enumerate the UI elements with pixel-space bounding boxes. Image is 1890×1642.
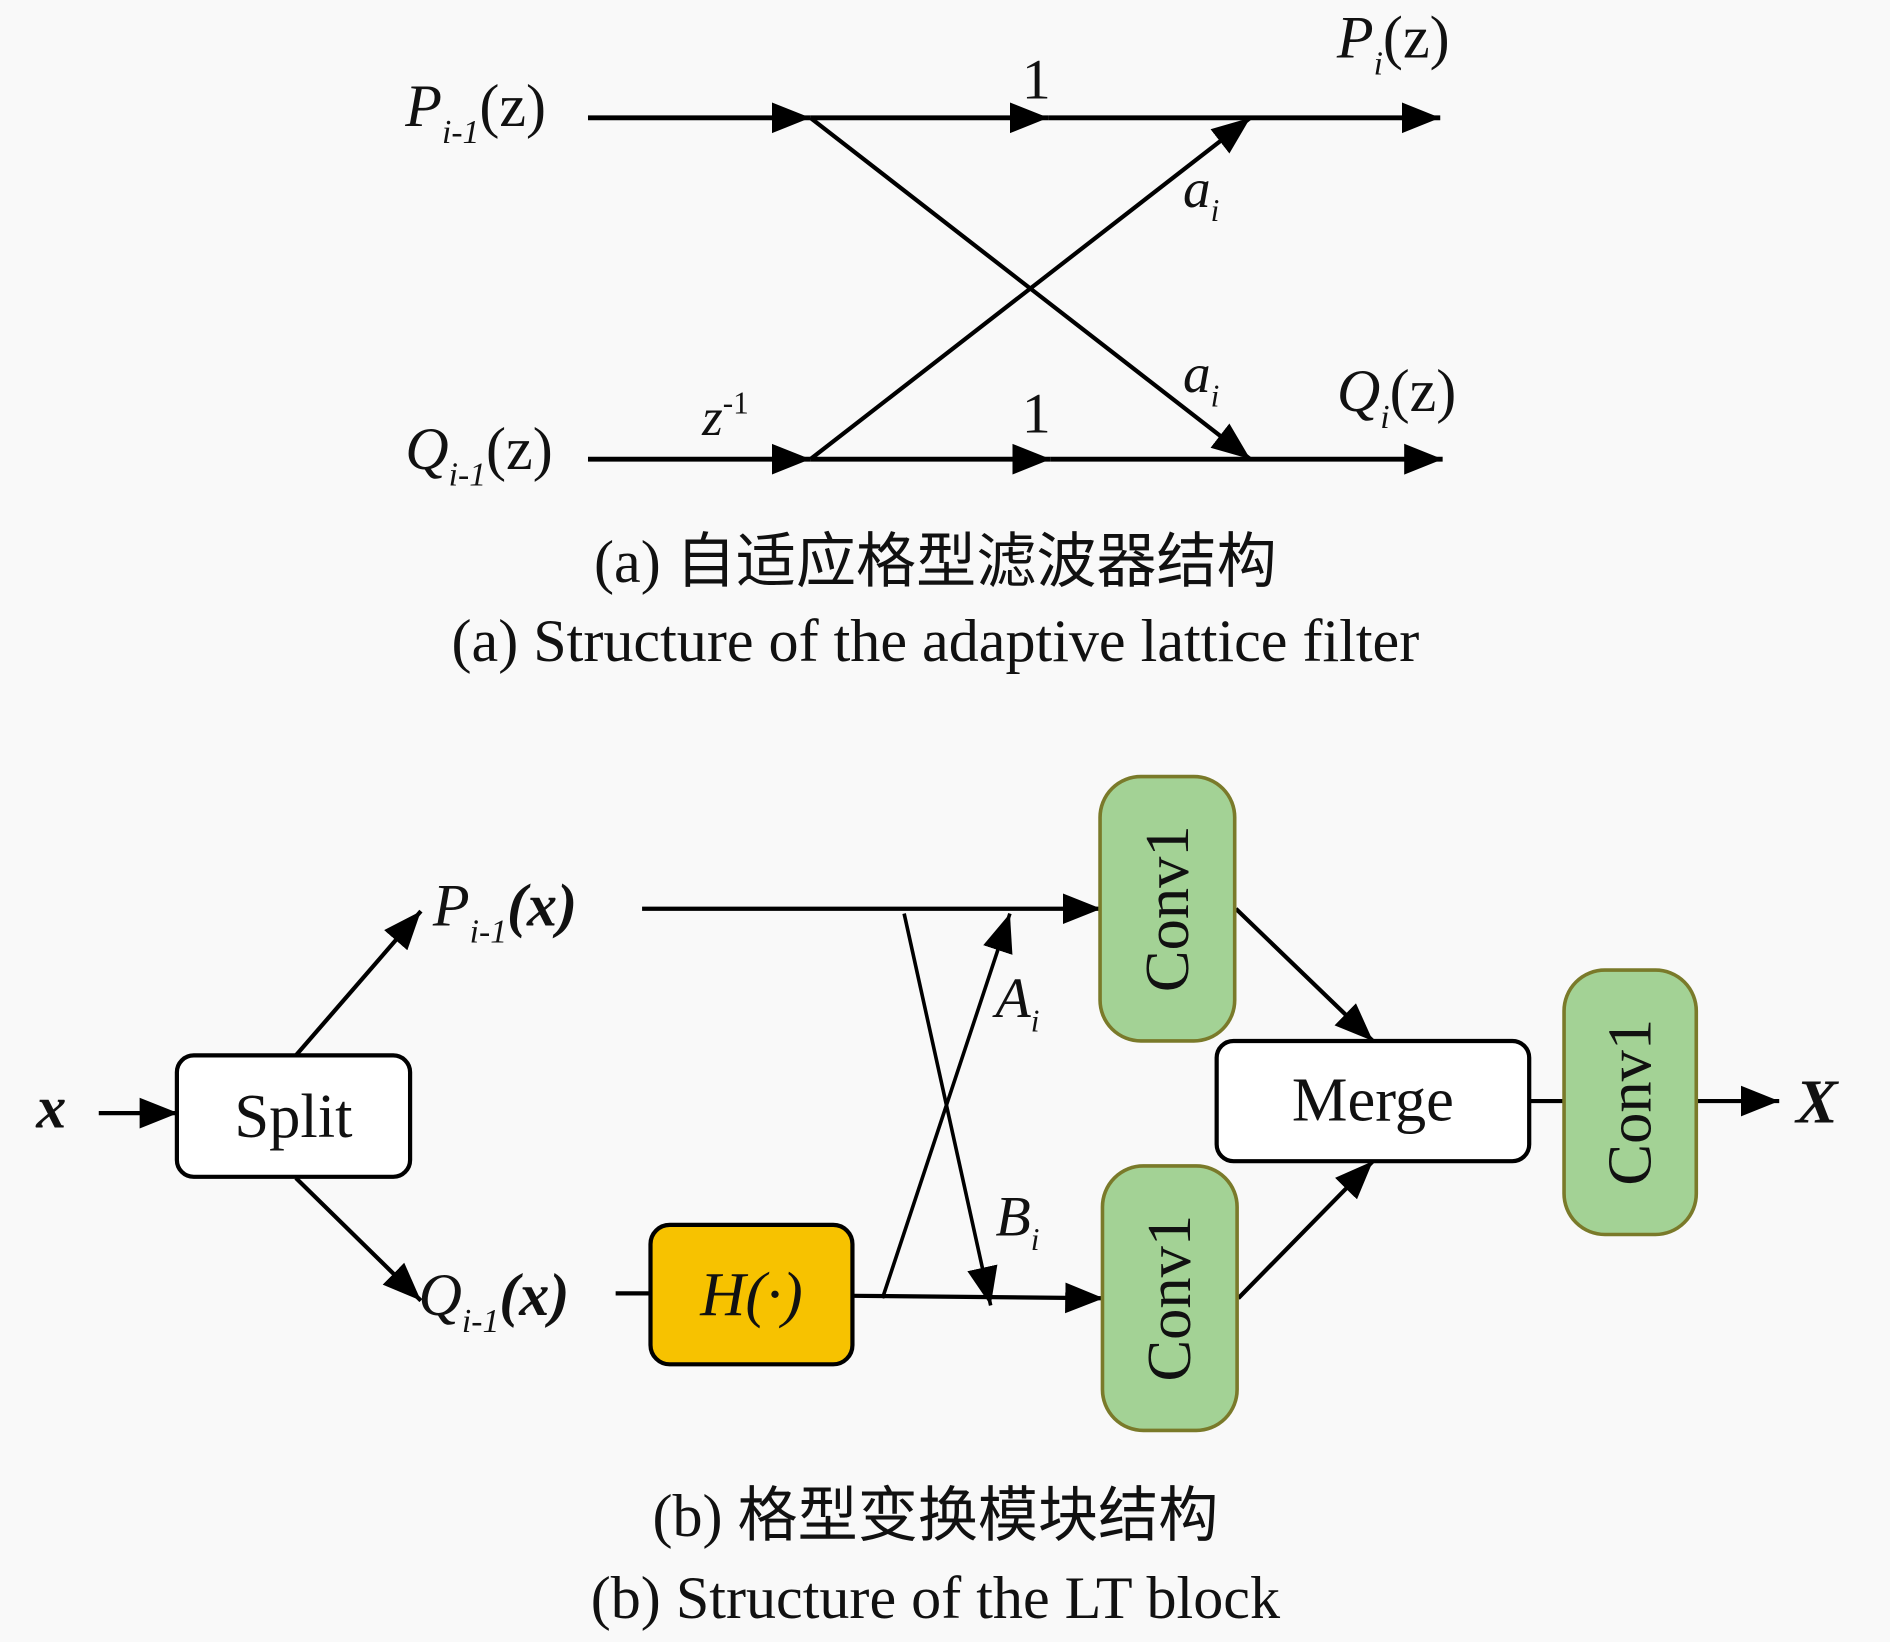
cross-line-down (809, 116, 1252, 461)
h-to-conv-bottom-arrow (853, 1282, 1104, 1314)
caption-a-cn: (a) 自适应格型滤波器结构 (594, 529, 1277, 596)
split-box: Split (174, 1053, 413, 1179)
gain-bottom-label: 1 (1022, 383, 1051, 446)
input-p-label: Pi-1(z) (404, 73, 546, 151)
conv1-label-output: Conv1 (1595, 1019, 1665, 1186)
output-x-label: X (1794, 1067, 1839, 1137)
conv1-label-top: Conv1 (1132, 825, 1202, 992)
conv1-label-bottom: Conv1 (1134, 1215, 1204, 1382)
gain-top-label: 1 (1022, 49, 1051, 112)
output-p-label: Pi(z) (1336, 5, 1450, 83)
split-label: Split (234, 1081, 352, 1151)
output-q-label: Qi(z) (1337, 358, 1456, 436)
coef-up-label: ai (1183, 158, 1219, 228)
lt-block-diagram (98, 893, 1780, 1314)
split-to-p-arrow (294, 909, 423, 1057)
conv-top-to-merge-arrow (1234, 907, 1375, 1043)
conv1-box-top: Conv1 (1098, 774, 1237, 1043)
conv1-box-output: Conv1 (1562, 968, 1699, 1237)
cross-b-line (902, 913, 998, 1306)
a-coef-label: Ai (991, 967, 1039, 1038)
merge-label: Merge (1292, 1064, 1454, 1134)
q-branch-label: Qi-1(x) (419, 1262, 570, 1340)
caption-b-cn: (b) 格型变换模块结构 (652, 1483, 1218, 1550)
lattice-filter-diagram (587, 102, 1443, 475)
conv1-box-bottom: Conv1 (1100, 1164, 1239, 1433)
p-branch-label: Pi-1(x) (432, 873, 577, 951)
coef-down-label: ai (1183, 343, 1219, 413)
b-coef-label: Bi (995, 1186, 1039, 1257)
caption-a-en: (a) Structure of the adaptive lattice fi… (452, 608, 1420, 675)
h-function-box: H(·) (648, 1222, 855, 1367)
merge-box: Merge (1214, 1038, 1532, 1164)
input-q-label: Qi-1(z) (405, 416, 552, 494)
delay-label: z-1 (701, 386, 749, 448)
h-function-label: H(·) (699, 1259, 802, 1329)
input-x-label: x (35, 1075, 66, 1142)
caption-b-en: (b) Structure of the LT block (591, 1565, 1281, 1632)
conv-bottom-to-merge-arrow (1236, 1159, 1375, 1300)
split-to-q-arrow (294, 1176, 423, 1303)
